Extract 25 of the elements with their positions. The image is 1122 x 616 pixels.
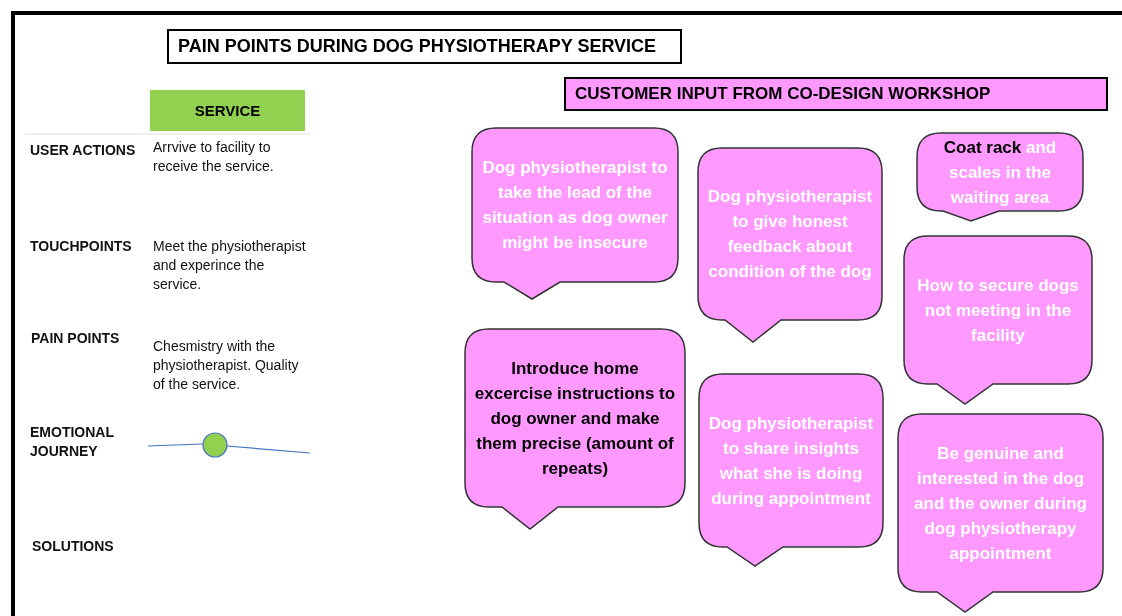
- section-heading-box: CUSTOMER INPUT FROM CO-DESIGN WORKSHOP: [564, 77, 1108, 111]
- cell-text: Meet the physiotherapist and experince the service.: [153, 237, 307, 294]
- speech-bubble: [697, 147, 883, 343]
- title-box: PAIN POINTS DURING DOG PHYSIOTHERAPY SERVICE: [167, 29, 682, 64]
- speech-bubble: [471, 127, 679, 300]
- row-heading: EMOTIONAL JOURNEY: [30, 423, 115, 461]
- bubble-text: Dog physiotherapist to give honest feedback about condition of the dog: [706, 186, 874, 283]
- speech-bubble: [903, 235, 1093, 405]
- bubble-text: Dog physiotherapist to take the lead of the situation as dog owner might be insecure: [481, 157, 669, 254]
- bubble-text: How to secure dogs not meeting in the facility: [916, 274, 1080, 347]
- row-heading: PAIN POINTS: [31, 329, 121, 348]
- speech-bubble: [464, 328, 686, 530]
- row-heading: SOLUTIONS: [32, 537, 115, 556]
- bubble-text: Be genuine and interested in the dog and the owner during dog physiotherapy appointment: [913, 442, 1088, 565]
- cell-text: Chesmistry with the physiotherapist. Quality of the service.: [153, 337, 300, 394]
- bubble-text: Coat rack and scales in the waiting area: [942, 136, 1058, 209]
- speech-bubble: [897, 413, 1104, 613]
- row-heading: TOUCHPOINTS: [30, 237, 133, 256]
- bubble-text: Dog physiotherapist to share insights what she is doing during appointment: [707, 412, 875, 510]
- bubble-text: Introduce home excercise instructions to dog owner and make them precise (amount of repeats): [473, 357, 677, 480]
- column-header-box: SERVICE: [150, 90, 305, 131]
- speech-bubble: [698, 373, 884, 567]
- cell-text: Arrvive to facility to receive the service.: [153, 138, 275, 176]
- speech-bubble: [916, 132, 1084, 222]
- row-heading: USER ACTIONS: [30, 141, 137, 160]
